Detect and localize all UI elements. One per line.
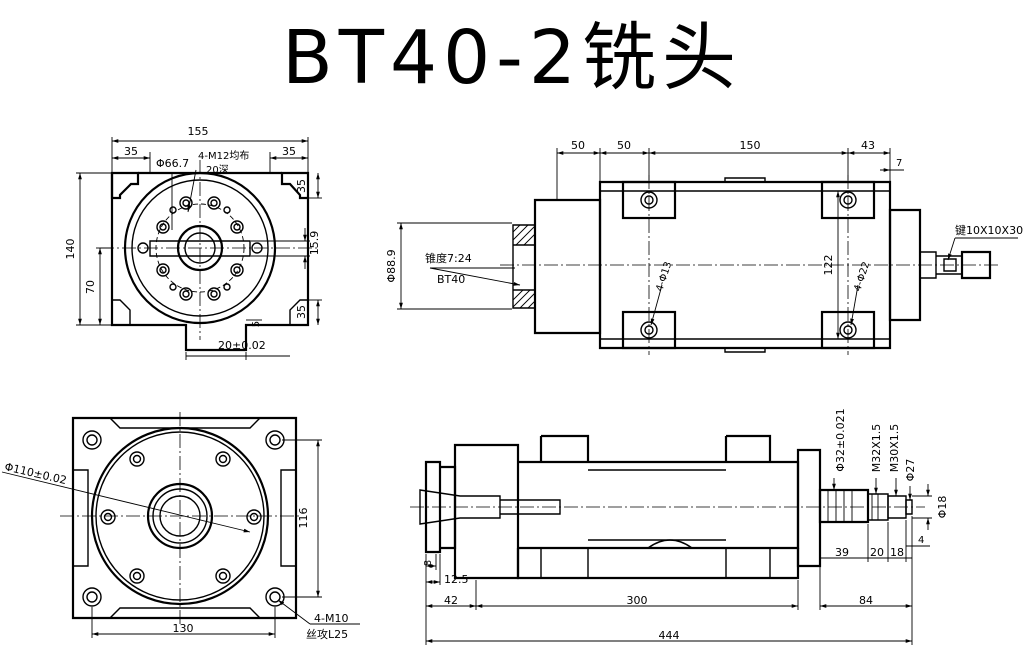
dim-150: 150 <box>740 139 761 152</box>
dim-43: 43 <box>861 139 875 152</box>
dim-5: 5 <box>251 321 262 327</box>
taper-std-label: BT40 <box>437 273 465 286</box>
dim-35-right: 35 <box>282 145 296 158</box>
dim-50-b: 50 <box>617 139 631 152</box>
dim-35-top: 35 <box>295 179 308 193</box>
dim-shaft-dia: Φ32±0.021 <box>834 408 847 471</box>
dim-140: 140 <box>64 239 77 260</box>
dim-39: 39 <box>835 546 849 559</box>
dim-300: 300 <box>627 594 648 607</box>
tap-note-line-2: 丝攻L25 <box>306 627 348 641</box>
dim-15-9: 15.9 <box>308 231 321 256</box>
flange-view <box>1 412 360 638</box>
key-label: 键10X10X30 <box>955 223 1023 237</box>
dim-dia-27: Φ27 <box>904 459 917 482</box>
dim-35-bottom: 35 <box>295 305 308 319</box>
dim-bore-dia: Φ66.7 <box>156 157 189 170</box>
dim-42: 42 <box>444 594 458 607</box>
dim-70: 70 <box>84 280 97 294</box>
dim-20: 20 <box>870 546 884 559</box>
section-view <box>410 434 932 645</box>
dim-m32-thread: M32X1.5 <box>870 424 883 473</box>
dim-116: 116 <box>297 508 310 529</box>
dim-130: 130 <box>173 622 194 635</box>
dim-444: 444 <box>659 629 680 642</box>
bolt-note-line-1: 4-M12均布 <box>198 150 249 162</box>
dim-4: 4 <box>918 535 924 546</box>
dim-35-left: 35 <box>124 145 138 158</box>
front-view <box>76 137 322 360</box>
tap-note-line-1: 4-M10 <box>314 612 348 625</box>
dim-122: 122 <box>822 255 835 276</box>
dim-dia-18: Φ18 <box>936 496 949 519</box>
dim-18: 18 <box>890 546 904 559</box>
dim-155: 155 <box>188 125 209 138</box>
dim-12-5: 12.5 <box>444 573 469 586</box>
dim-key-width: 20±0.02 <box>218 339 266 352</box>
dim-84: 84 <box>859 594 873 607</box>
taper-label: 锥度7:24 <box>425 251 472 265</box>
dim-m30-thread: M30X1.5 <box>888 424 901 473</box>
drawing-title: BT40-2铣头 <box>282 15 742 101</box>
dim-7: 7 <box>896 158 902 169</box>
side-view <box>397 148 1018 355</box>
dim-dia-88-9: Φ88.9 <box>385 249 398 282</box>
dim-pcd: Φ110±0.02 <box>3 460 68 487</box>
dim-8: 8 <box>423 560 434 566</box>
dim-50-a: 50 <box>571 139 585 152</box>
bolt-note-line-2: 20深 <box>206 164 229 176</box>
